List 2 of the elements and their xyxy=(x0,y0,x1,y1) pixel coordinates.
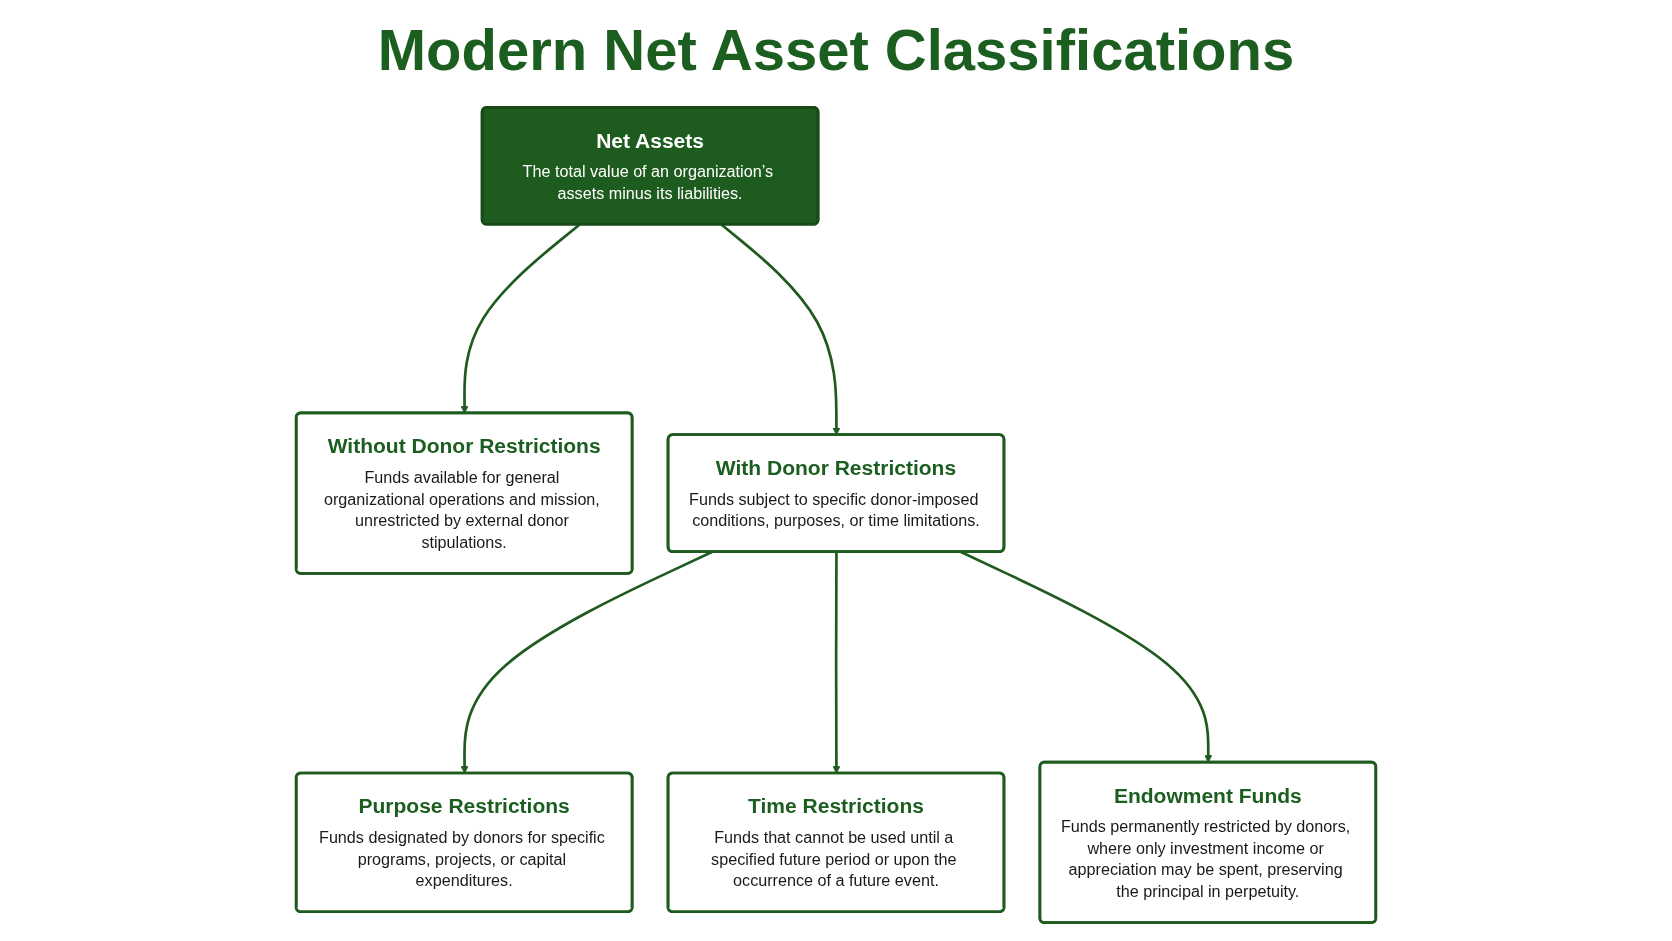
arrow xyxy=(832,552,841,774)
diagram-title: Modern Net Asset Classifications xyxy=(376,16,1296,82)
